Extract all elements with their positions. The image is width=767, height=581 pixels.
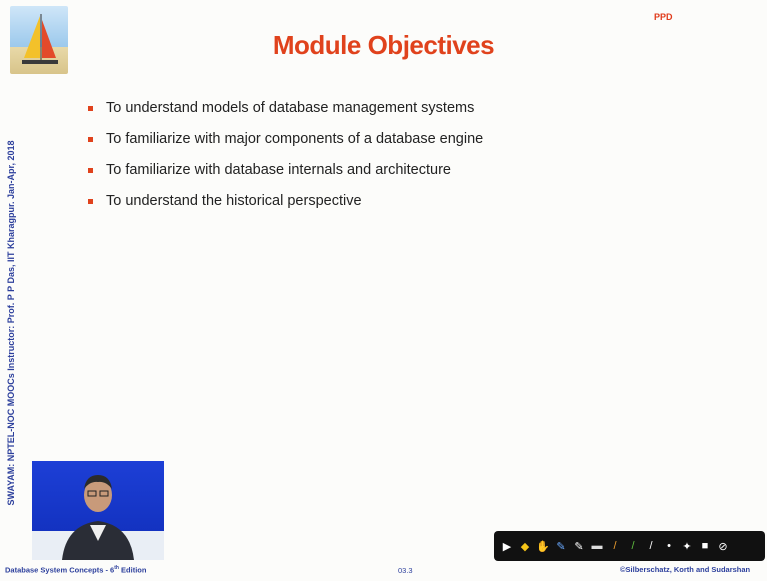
bullet-icon [88, 168, 93, 173]
pen-icon[interactable]: ✎ [574, 540, 584, 553]
laser-icon[interactable]: ✦ [682, 540, 692, 553]
marker-orange-icon[interactable]: / [613, 540, 617, 552]
footer-edition-sup: th [114, 565, 119, 571]
footer-copyright: ©Silberschatz, Korth and Sudarshan [620, 565, 751, 574]
bullet-icon [88, 137, 93, 142]
page-title: Module Objectives [272, 30, 495, 60]
highlighter-icon[interactable]: ▬ [591, 540, 603, 552]
vertical-course-text: SWAYAM: NPTEL-NOC MOOCs Instructor: Prof… [6, 140, 16, 506]
clear-icon[interactable]: ⊘ [718, 540, 728, 553]
list-item-text: To familiarize with database internals a… [106, 162, 451, 178]
list-item: To understand the historical perspective [88, 193, 483, 224]
pointer-arrow-icon[interactable]: ▶ [502, 540, 512, 553]
ppd-label: PPD [654, 12, 673, 22]
list-item-text: To familiarize with major components of … [106, 131, 484, 147]
vertical-course-info: SWAYAM: NPTEL-NOC MOOCs Instructor: Prof… [0, 92, 22, 554]
marker-white-icon[interactable]: / [649, 540, 653, 552]
list-item: To familiarize with major components of … [88, 131, 483, 162]
list-item: To familiarize with database internals a… [88, 162, 483, 193]
list-item: To understand models of database managem… [88, 100, 483, 131]
annotation-toolbar: ▶ ◆ ✋ ✎ ✎ ▬ / / / • ✦ ■ ⊘ [494, 531, 765, 561]
footer-page-number: 03.3 [398, 566, 413, 575]
eraser-icon[interactable]: ■ [701, 540, 709, 552]
list-item-text: To understand models of database managem… [106, 100, 475, 116]
bullet-icon [88, 106, 93, 111]
footer-book-title-base: Database System Concepts - 6 [5, 565, 115, 575]
marker-green-icon[interactable]: / [631, 540, 635, 552]
pointer-yellow-icon[interactable]: ◆ [520, 540, 530, 553]
footer-book-title-tail: Edition [118, 565, 147, 575]
pen-blue-icon[interactable]: ✎ [556, 540, 566, 553]
sailboat-logo [10, 6, 68, 74]
bullet-icon [88, 199, 93, 204]
dot-icon[interactable]: • [667, 540, 671, 552]
objectives-list: To understand models of database managem… [88, 100, 483, 224]
presenter-video [32, 461, 164, 560]
hand-icon[interactable]: ✋ [536, 540, 550, 553]
footer-book-title: Database System Concepts - 6th Edition [5, 565, 146, 575]
list-item-text: To understand the historical perspective [106, 193, 362, 209]
